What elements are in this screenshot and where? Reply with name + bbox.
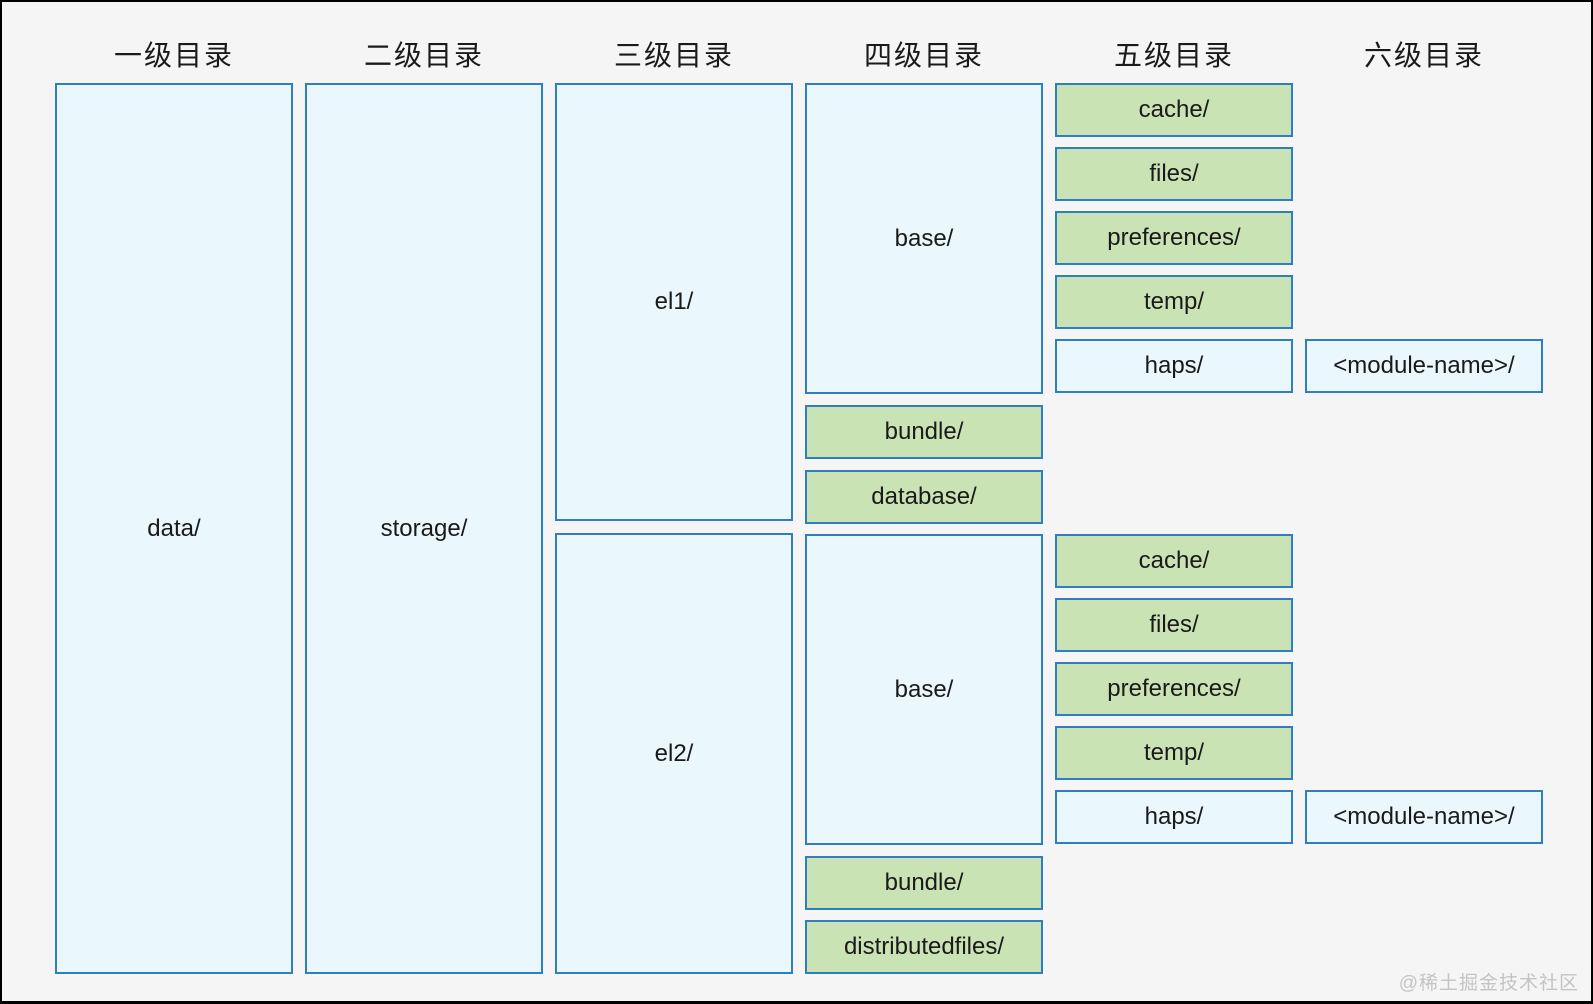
- box-el2-preferences: preferences/: [1055, 662, 1293, 716]
- box-el2-files: files/: [1055, 598, 1293, 652]
- box-el2: el2/: [555, 533, 793, 974]
- box-el1-cache: cache/: [1055, 83, 1293, 137]
- box-el2-haps: haps/: [1055, 790, 1293, 844]
- box-el1-haps: haps/: [1055, 339, 1293, 393]
- box-el1: el1/: [555, 83, 793, 521]
- box-el1-temp: temp/: [1055, 275, 1293, 329]
- column-header-level-6: 六级目录: [1363, 40, 1484, 71]
- column-header-level-3: 三级目录: [613, 40, 734, 71]
- box-el1-base: base/: [805, 83, 1043, 394]
- column-header-level-2: 二级目录: [363, 40, 484, 71]
- box-el1-preferences: preferences/: [1055, 211, 1293, 265]
- box-el2-base: base/: [805, 534, 1043, 845]
- box-data: data/: [55, 83, 293, 974]
- box-el1-bundle: bundle/: [805, 405, 1043, 459]
- box-el2-module: <module-name>/: [1305, 790, 1543, 844]
- box-el1-database: database/: [805, 470, 1043, 524]
- box-el2-temp: temp/: [1055, 726, 1293, 780]
- column-header-level-1: 一级目录: [113, 40, 234, 71]
- box-el2-cache: cache/: [1055, 534, 1293, 588]
- box-el1-module: <module-name>/: [1305, 339, 1543, 393]
- box-storage: storage/: [305, 83, 543, 974]
- column-header-level-5: 五级目录: [1113, 40, 1234, 71]
- watermark: @稀土掘金技术社区: [1398, 973, 1579, 994]
- box-el2-bundle: bundle/: [805, 856, 1043, 910]
- box-el2-distributedfiles: distributedfiles/: [805, 920, 1043, 974]
- column-header-level-4: 四级目录: [863, 40, 984, 71]
- box-el1-files: files/: [1055, 147, 1293, 201]
